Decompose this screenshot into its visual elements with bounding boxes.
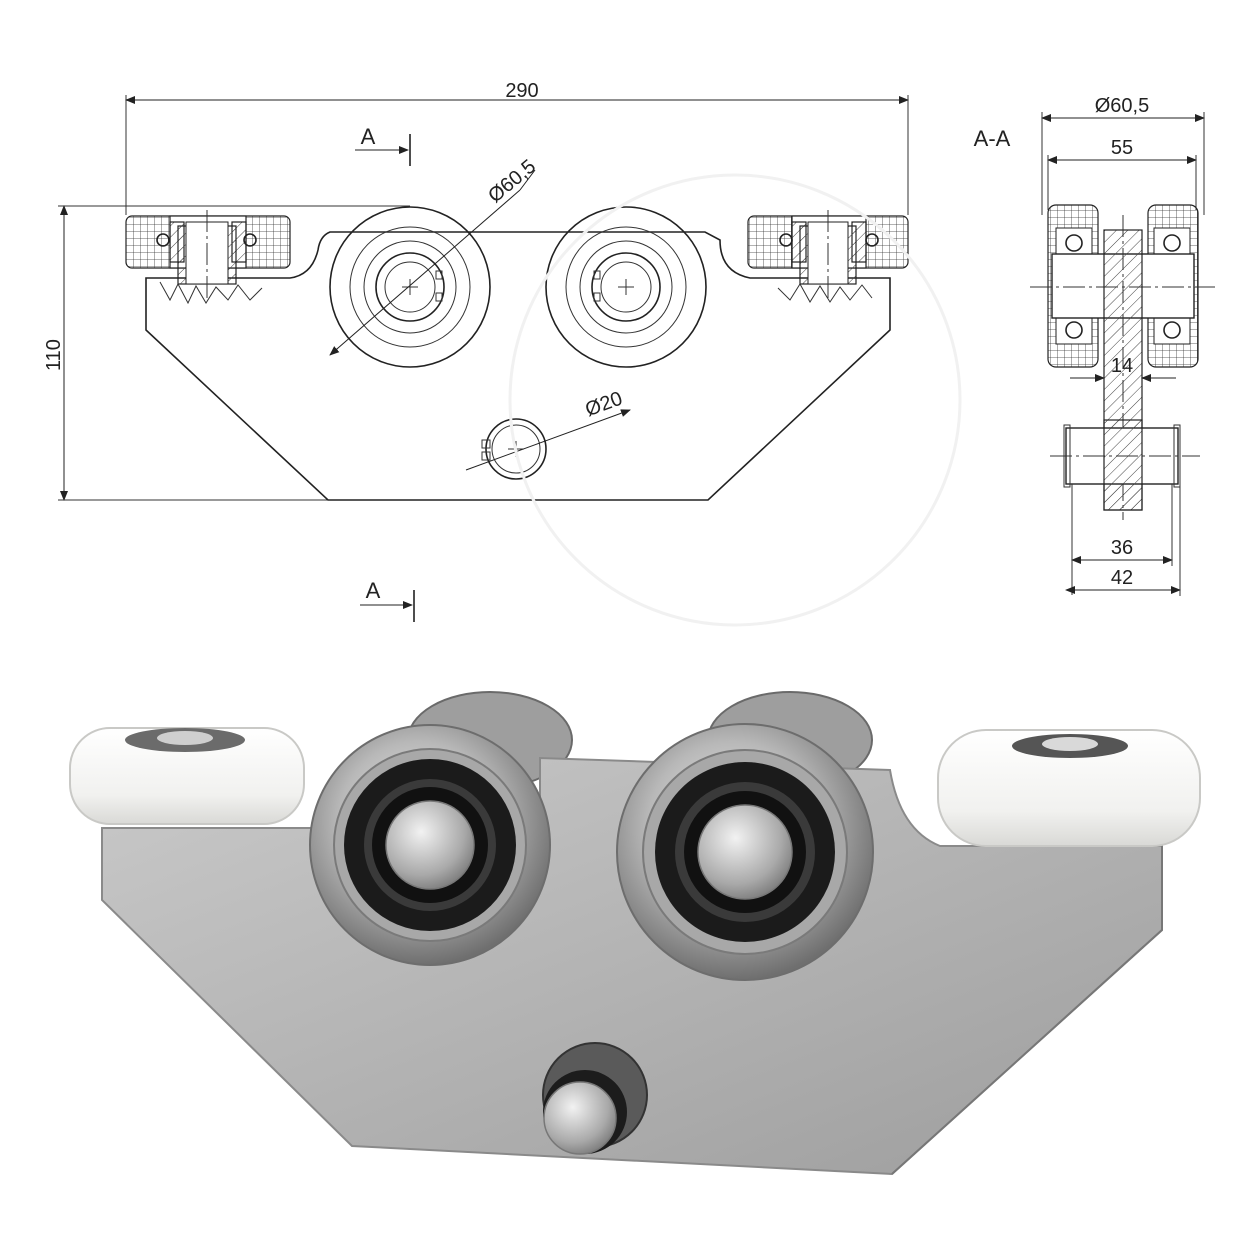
carriage-body-outline <box>145 231 891 501</box>
left-side-roller-section <box>125 210 291 305</box>
cut-marker-letter: A <box>366 578 381 603</box>
width-dimension-label: 290 <box>505 80 538 102</box>
guide-pin-drawing <box>481 418 547 480</box>
pin-diameter-label: Ø20 <box>582 388 625 422</box>
section-view-drawing: A-A Ø60,5 55 14 <box>974 95 1215 596</box>
left-nylon-roller <box>69 727 305 825</box>
section-width-55-label: 55 <box>1111 137 1133 159</box>
right-main-wheel-drawing <box>545 206 707 368</box>
watermark-circle <box>508 173 962 627</box>
front-view-drawing: 290 110 A A <box>43 80 909 622</box>
right-steel-wheel <box>616 723 874 981</box>
section-diameter-label: Ø60,5 <box>1095 95 1149 117</box>
left-steel-wheel <box>309 724 551 966</box>
section-title: A-A <box>974 126 1011 151</box>
guide-pin <box>542 1042 648 1155</box>
left-main-wheel-drawing <box>329 206 491 368</box>
pin-diameter-leader <box>465 409 631 471</box>
product-photo-illustration <box>69 691 1201 1176</box>
section-cut-marker-bottom: A <box>360 578 415 622</box>
section-width-42-label: 42 <box>1111 567 1133 589</box>
section-plate-14-label: 14 <box>1111 355 1133 377</box>
right-side-roller-section <box>747 210 909 303</box>
wheel-diameter-leader <box>329 189 521 356</box>
cut-marker-letter: A <box>361 124 376 149</box>
height-dimension-label: 110 <box>43 339 65 371</box>
right-nylon-roller <box>937 729 1201 847</box>
section-cut-marker-top: A <box>355 124 411 166</box>
section-width-36-label: 36 <box>1111 537 1133 559</box>
wheel-diameter-label: Ø60,5 <box>484 155 540 207</box>
